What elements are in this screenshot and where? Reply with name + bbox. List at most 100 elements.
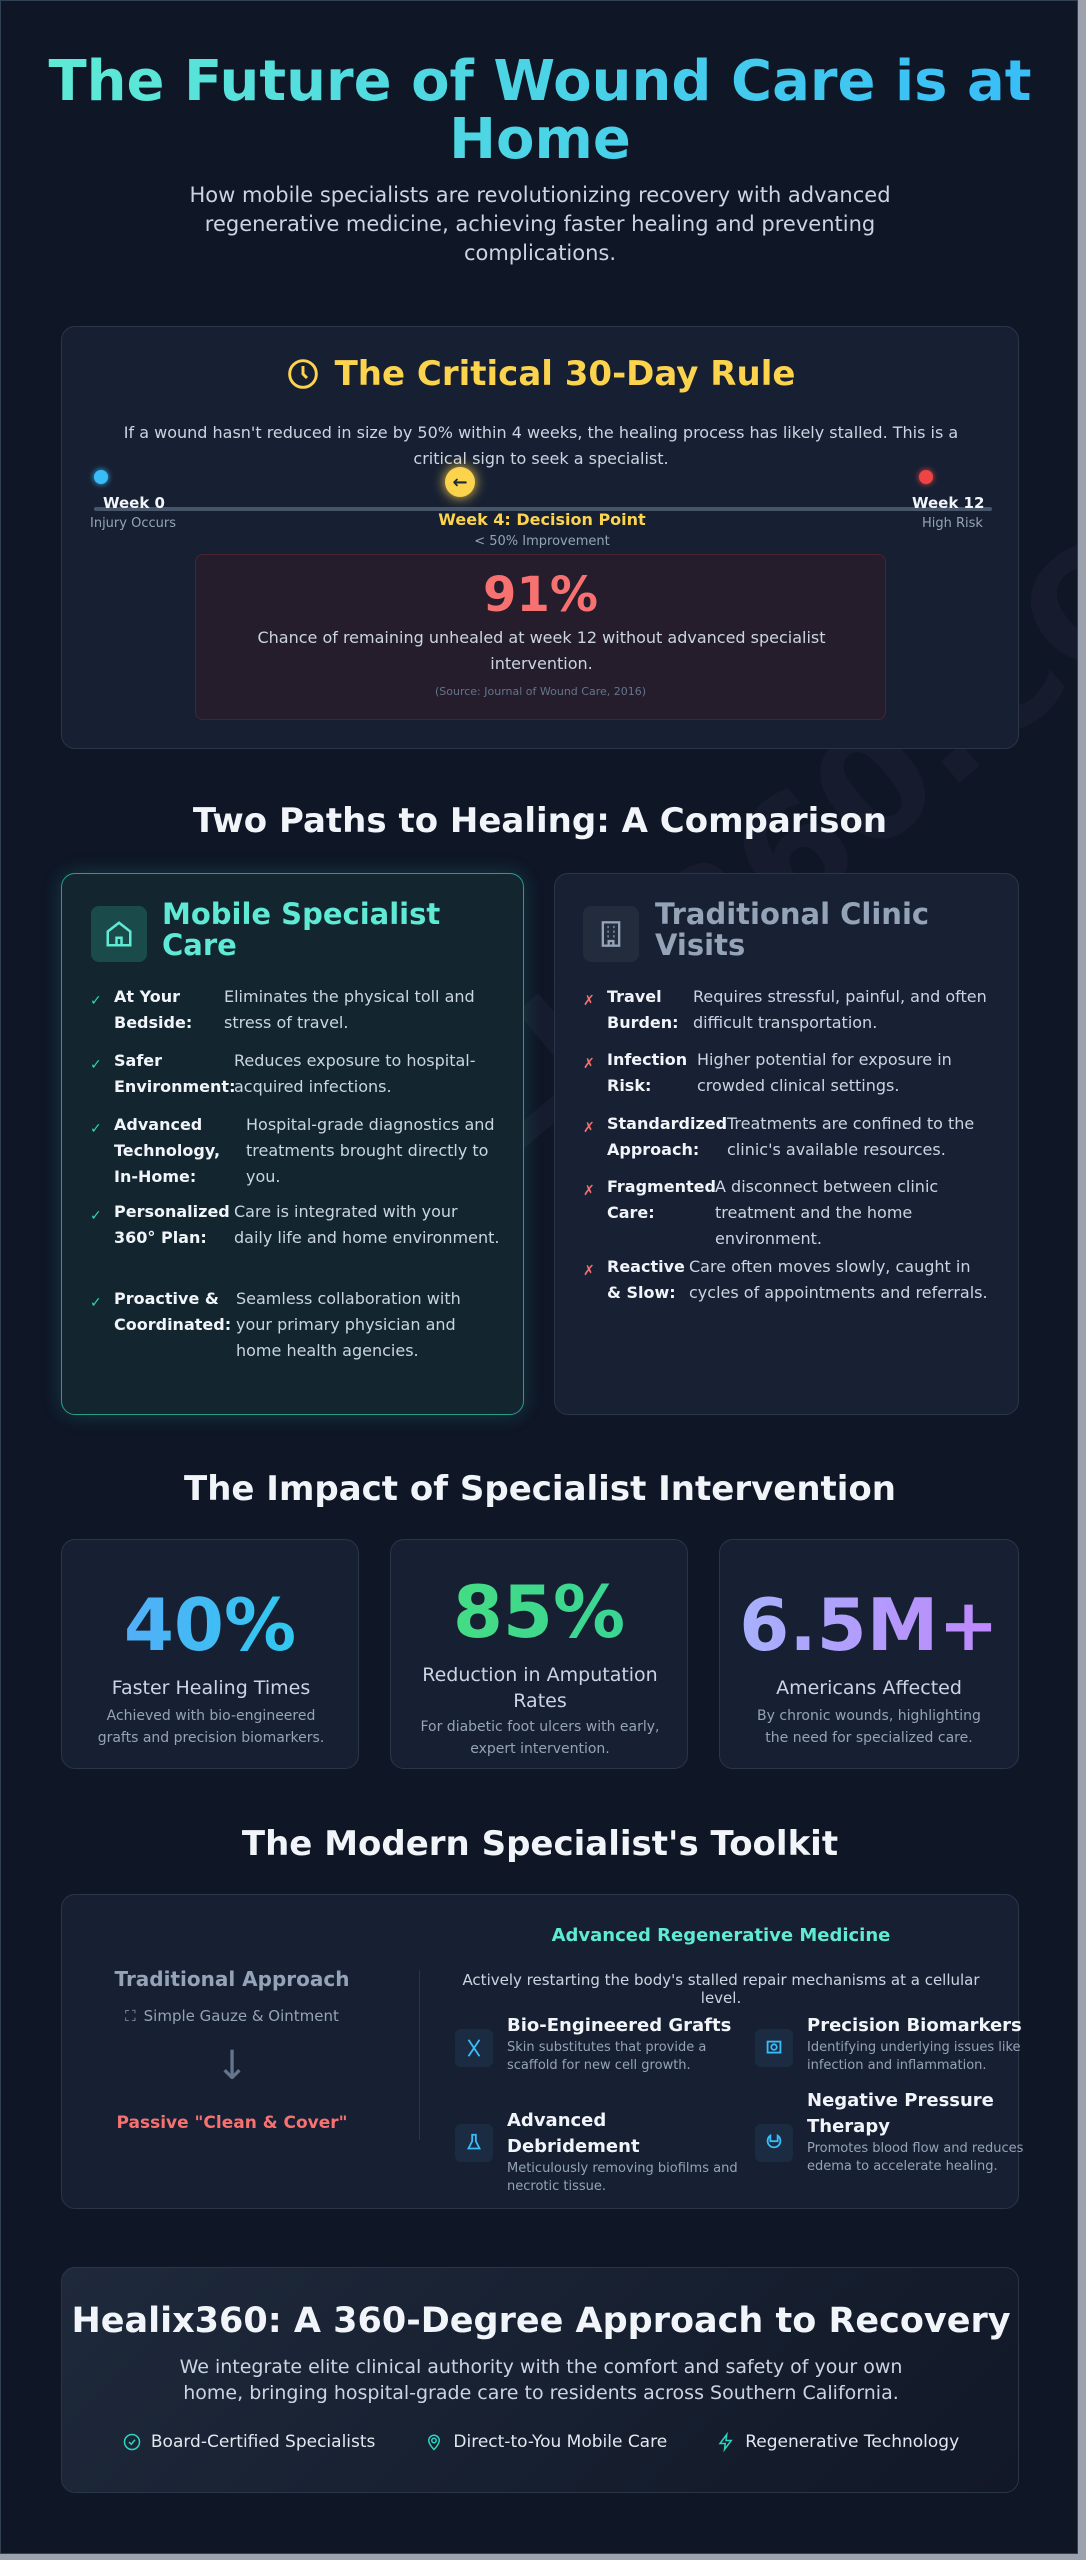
comparison-item: ✗ Reactive & Slow: Care often moves slow… xyxy=(583,1254,993,1306)
toolkit-title: The Modern Specialist's Toolkit xyxy=(241,1824,839,1864)
check-circle-icon xyxy=(123,2433,141,2451)
x-icon: ✗ xyxy=(583,1263,595,1279)
timeline-dot-week0 xyxy=(94,470,108,484)
item-term: At Your Bedside: xyxy=(114,987,193,1032)
toolkit-card: Traditional Approach ⛶Simple Gauze & Oin… xyxy=(61,1894,1023,2209)
check-icon: ✓ xyxy=(90,1208,102,1224)
week0-label: Week 0 xyxy=(103,494,165,512)
clinic-title: Traditional Clinic Visits xyxy=(655,897,930,962)
item-desc: Higher potential for exposure in crowded… xyxy=(697,1050,952,1095)
stat-label: Reduction in Amputation Rates xyxy=(422,1664,658,1712)
item-desc: Reduces exposure to hospital-acquired in… xyxy=(234,1051,476,1096)
badge-label: Board-Certified Specialists xyxy=(150,2432,376,2452)
gauze-item: ⛶Simple Gauze & Ointment xyxy=(82,2007,382,2025)
rule-title: The Critical 30-Day Rule xyxy=(334,354,796,394)
item-desc: Seamless collaboration with your primary… xyxy=(236,1289,461,1360)
comparison-item: ✗ Standardized Approach: Treatments are … xyxy=(583,1111,993,1163)
item-term: Fragmented Care: xyxy=(607,1177,716,1222)
toolkit-item: Advanced Debridement Meticulously removi… xyxy=(455,2108,745,2196)
advanced-text: Actively restarting the body's stalled r… xyxy=(462,1971,980,2007)
footer-title: Healix360: A 360-Degree Approach to Reco… xyxy=(71,2301,1011,2341)
comparison-item: ✓ Proactive & Coordinated: Seamless coll… xyxy=(90,1286,500,1364)
clock-icon xyxy=(287,359,318,389)
item-term: Personalized 360° Plan: xyxy=(114,1202,230,1247)
x-icon: ✗ xyxy=(583,1056,595,1072)
arrow-left-icon: ← xyxy=(445,467,475,497)
stat-box: 91% Chance of remaining unhealed at week… xyxy=(195,554,886,720)
stat-label: Americans Affected xyxy=(776,1677,962,1699)
toolkit-item-title: Bio-Engineered Grafts xyxy=(507,2015,732,2036)
stat-card: 6.5M+ Americans Affected By chronic woun… xyxy=(719,1539,1019,1769)
stat-value: 85% xyxy=(391,1572,687,1652)
mobile-care-card: Mobile Specialist Care ✓ At Your Bedside… xyxy=(61,873,524,1415)
page-title: The Future of Wound Care is at Home xyxy=(41,53,1039,169)
week12-sub: High Risk xyxy=(922,516,983,531)
footer-card: Healix360: A 360-Degree Approach to Reco… xyxy=(61,2267,1019,2493)
pressure-icon xyxy=(755,2124,793,2162)
toolkit-item-desc: Identifying underlying issues like infec… xyxy=(807,2040,1021,2073)
toolkit-item-desc: Skin substitutes that provide a scaffold… xyxy=(507,2040,707,2073)
item-desc: A disconnect between clinic treatment an… xyxy=(715,1177,939,1248)
item-term: Standardized Approach: xyxy=(607,1114,728,1159)
item-term: Advanced Technology, In-Home: xyxy=(114,1115,221,1186)
item-term: Proactive & Coordinated: xyxy=(114,1289,232,1334)
mobile-care-title: Mobile Specialist Care xyxy=(162,897,441,962)
unhealed-stat: 91% xyxy=(483,567,598,623)
check-icon: ✓ xyxy=(90,1295,102,1311)
source-note: (Source: Journal of Wound Care, 2016) xyxy=(434,685,647,698)
timeline-track xyxy=(94,507,992,511)
footer-text: We integrate elite clinical authority wi… xyxy=(179,2356,903,2404)
toolkit-item-title: Advanced Debridement xyxy=(507,2110,640,2157)
stat-desc: For diabetic foot ulcers with early, exp… xyxy=(420,1719,660,1757)
toolkit-item: Negative Pressure Therapy Promotes blood… xyxy=(755,2088,1045,2176)
stat-card: 40% Faster Healing Times Achieved with b… xyxy=(61,1539,359,1769)
check-icon: ✓ xyxy=(90,1121,102,1137)
item-desc: Eliminates the physical toll and stress … xyxy=(224,987,475,1032)
advanced-title: Advanced Regenerative Medicine xyxy=(551,1925,891,1946)
item-term: Infection Risk: xyxy=(607,1050,688,1095)
check-icon: ✓ xyxy=(90,993,102,1009)
arrow-down-icon: ↓ xyxy=(215,2043,249,2089)
toolkit-item: Precision Biomarkers Identifying underly… xyxy=(755,2013,1045,2075)
rule-card: The Critical 30-Day Rule If a wound hasn… xyxy=(61,326,1019,749)
impact-title: The Impact of Specialist Intervention xyxy=(184,1469,896,1509)
item-desc: Requires stressful, painful, and often d… xyxy=(693,987,987,1032)
item-term: Safer Environment: xyxy=(114,1051,236,1096)
check-icon: ✓ xyxy=(90,1057,102,1073)
comparison-item: ✗ Infection Risk: Higher potential for e… xyxy=(583,1047,993,1099)
toolkit-item-desc: Meticulously removing biofilms and necro… xyxy=(507,2161,738,2194)
expand-icon: ⛶ xyxy=(125,2007,136,2025)
stat-value: 40% xyxy=(62,1585,358,1665)
week0-sub: Injury Occurs xyxy=(90,516,176,531)
x-icon: ✗ xyxy=(583,1183,595,1199)
comparison-item: ✓ At Your Bedside: Eliminates the physic… xyxy=(90,984,500,1036)
item-desc: Care often moves slowly, caught in cycle… xyxy=(689,1257,988,1302)
stat-desc: Achieved with bio-engineered grafts and … xyxy=(97,1708,325,1746)
clinic-card: Traditional Clinic Visits ✗ Travel Burde… xyxy=(554,873,1019,1415)
flask-icon xyxy=(455,2124,493,2162)
lightning-icon xyxy=(718,2432,733,2452)
traditional-approach-title: Traditional Approach xyxy=(114,1967,350,1991)
stat-label: Faster Healing Times xyxy=(111,1677,311,1699)
toolkit-item: Bio-Engineered Grafts Skin substitutes t… xyxy=(455,2013,745,2075)
comparison-item: ✗ Travel Burden: Requires stressful, pai… xyxy=(583,984,993,1036)
divider xyxy=(419,1970,420,2140)
passive-approach-label: Passive "Clean & Cover" xyxy=(116,2113,348,2133)
map-pin-icon xyxy=(428,2434,441,2451)
stat-value: 6.5M+ xyxy=(720,1585,1018,1665)
x-icon: ✗ xyxy=(583,1120,595,1136)
item-desc: Treatments are confined to the clinic's … xyxy=(727,1114,975,1159)
badge-mobile-care: Direct-to-You Mobile Care xyxy=(425,2432,667,2452)
building-icon xyxy=(583,906,639,962)
microscope-icon xyxy=(755,2029,793,2067)
stat-desc: By chronic wounds, highlighting the need… xyxy=(757,1708,981,1746)
timeline-dot-week12 xyxy=(919,470,933,484)
dna-icon xyxy=(455,2029,493,2067)
rule-text: If a wound hasn't reduced in size by 50%… xyxy=(123,423,959,468)
toolkit-item-title: Negative Pressure Therapy xyxy=(807,2090,994,2137)
item-term: Reactive & Slow: xyxy=(607,1257,685,1302)
item-desc: Hospital-grade diagnostics and treatment… xyxy=(246,1115,495,1186)
comparison-title: Two Paths to Healing: A Comparison xyxy=(192,801,888,841)
page-subtitle: How mobile specialists are revolutionizi… xyxy=(189,183,891,265)
